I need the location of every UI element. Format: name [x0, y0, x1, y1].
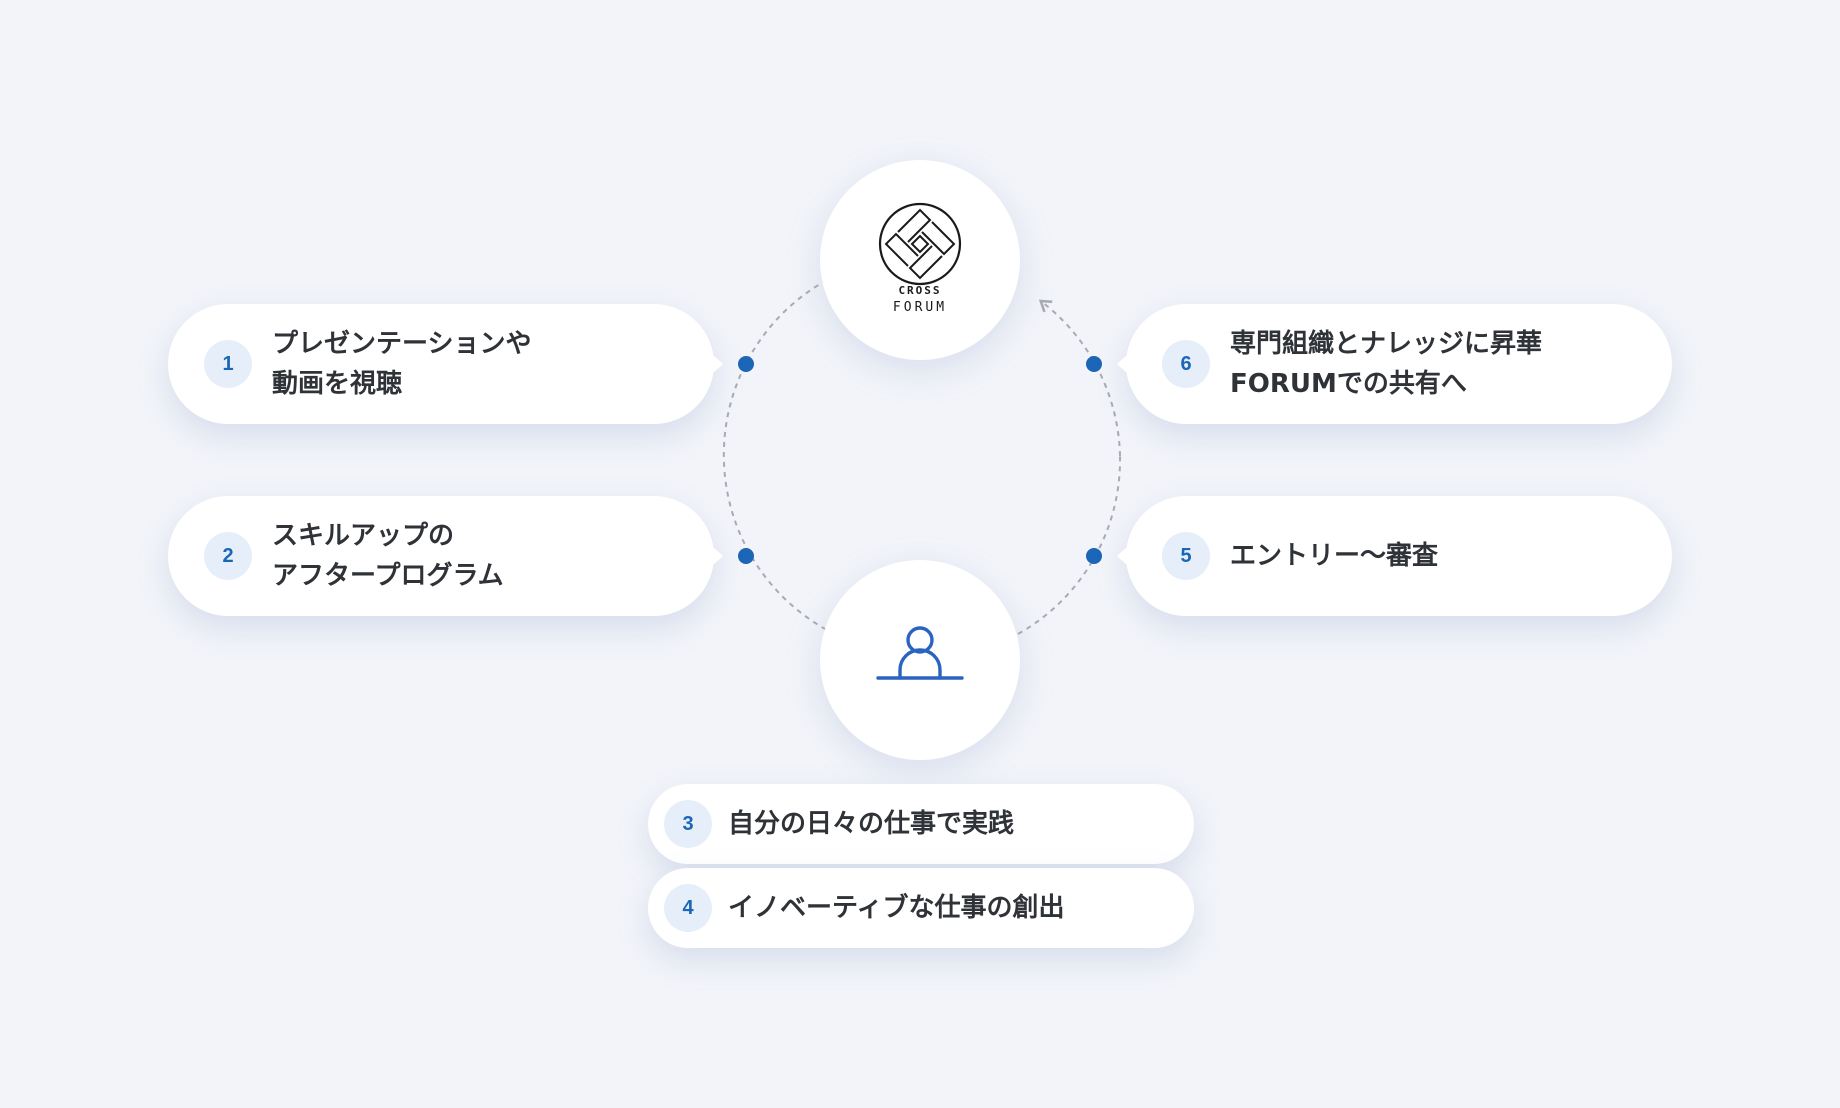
- card-pointer: [713, 547, 723, 565]
- step-card-5: 5 エントリー〜審査: [1117, 496, 1672, 616]
- step-number-badge: 5: [1162, 532, 1210, 580]
- step-label-line: プレゼンテーションや: [272, 329, 532, 359]
- step-label-line: アフタープログラム: [272, 561, 504, 591]
- logo-text-forum: FORUM: [892, 300, 948, 315]
- person-icon: [876, 626, 964, 680]
- cycle-arc-right-upper: [1038, 299, 1121, 457]
- step-label-line: 動画を視聴: [272, 369, 403, 399]
- step-number-badge: 2: [204, 532, 252, 580]
- logo-text-cross: CROSS: [898, 284, 942, 297]
- step-card-3: 3 自分の日々の仕事で実践: [648, 784, 1194, 864]
- step-label-line: スキルアップの: [272, 521, 455, 551]
- step-label: エントリー〜審査: [1230, 536, 1438, 576]
- person-hub: [820, 560, 1020, 760]
- step-label-line: FORUMでの共有へ: [1230, 369, 1467, 399]
- step-label: スキルアップの アフタープログラム: [272, 516, 504, 596]
- cycle-arc-right-lower: [1017, 455, 1122, 635]
- step-dot-5: [1086, 548, 1102, 564]
- step-label: イノベーティブな仕事の創出: [728, 893, 1065, 923]
- step-label: プレゼンテーションや 動画を視聴: [272, 324, 531, 404]
- step-dot-6: [1086, 356, 1102, 372]
- card-pointer: [1117, 355, 1127, 373]
- step-dot-2: [738, 548, 754, 564]
- step-card-1: 1 プレゼンテーションや 動画を視聴: [168, 304, 723, 424]
- step-number-badge: 6: [1162, 340, 1210, 388]
- step-dot-1: [738, 356, 754, 372]
- step-label-line: 専門組織とナレッジに昇華: [1230, 329, 1543, 359]
- step-card-4: 4 イノベーティブな仕事の創出: [648, 868, 1194, 948]
- step-label-line: エントリー〜審査: [1230, 541, 1439, 571]
- cycle-arc-left: [722, 279, 828, 631]
- step-card-2: 2 スキルアップの アフタープログラム: [168, 496, 723, 616]
- cross-forum-logo: CROSS FORUM: [820, 160, 1020, 360]
- step-card-6: 6 専門組織とナレッジに昇華 FORUMでの共有へ: [1117, 304, 1672, 424]
- card-pointer: [1117, 547, 1127, 565]
- cross-forum-logo-mark: [878, 202, 962, 286]
- step-number-badge: 1: [204, 340, 252, 388]
- step-number-badge: 3: [664, 800, 712, 848]
- card-pointer: [713, 355, 723, 373]
- step-number-badge: 4: [664, 884, 712, 932]
- step-label: 専門組織とナレッジに昇華 FORUMでの共有へ: [1230, 324, 1542, 404]
- step-label: 自分の日々の仕事で実践: [728, 809, 1015, 839]
